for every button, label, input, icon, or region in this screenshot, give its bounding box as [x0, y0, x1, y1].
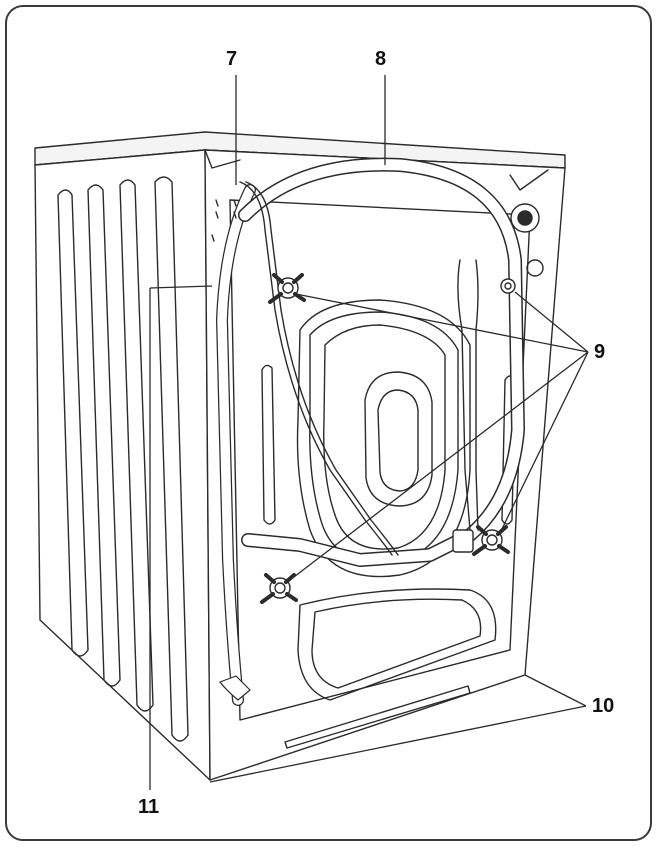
leader-10b [524, 674, 587, 707]
leader-9d [499, 351, 589, 534]
callout-8: 8 [375, 48, 387, 70]
inlet-valve [510, 203, 544, 277]
callout-7: 7 [226, 48, 238, 70]
callout-10: 10 [592, 695, 615, 717]
rear-rating-marks [211, 199, 237, 242]
leader-9c [289, 351, 589, 581]
inlet-hose [238, 157, 525, 567]
lower-panel [284, 588, 497, 749]
transit-bolt-bottom-right [472, 525, 510, 556]
leader-lines [149, 75, 589, 790]
transit-bolt-top-left [268, 273, 306, 304]
back-panel [204, 149, 566, 781]
callout-11: 11 [138, 796, 160, 818]
callout-9: 9 [594, 341, 606, 363]
side-panel [34, 149, 211, 781]
leader-10a [209, 705, 587, 783]
leader-9a [295, 293, 589, 353]
leader-9b [514, 291, 589, 353]
transit-bolt-top-right [500, 278, 516, 294]
power-cord [239, 181, 399, 556]
drain-hose [216, 184, 256, 706]
leader-11-tip [149, 285, 213, 289]
back-vents [261, 364, 516, 525]
transit-bolt-bottom-left [260, 573, 298, 604]
